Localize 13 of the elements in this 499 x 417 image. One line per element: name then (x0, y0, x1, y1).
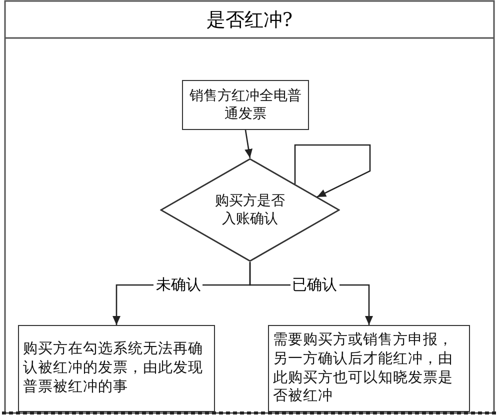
process-box (18, 325, 215, 412)
process-box (268, 325, 470, 412)
arrow (294, 144, 371, 198)
node-text: 购买方是否入账确认 (214, 192, 286, 228)
arrow (244, 130, 253, 158)
node-text: 销售方红冲全电普通发票 (188, 86, 302, 124)
node-text: 需要购买方或销售方申报，另一方确认后才能红冲，由此购买方也可以知晓发票是否被红冲 (272, 330, 454, 406)
node-text: 购买方在勾选系统无法再确认被红冲的发票，由此发现普票被红冲的事 (22, 340, 204, 397)
title: 是否红冲? (205, 8, 294, 33)
edge-label: 已确认 (290, 276, 339, 294)
process-box (182, 80, 309, 130)
edge-label: 未确认 (154, 276, 203, 294)
decision-diamond (160, 158, 340, 262)
